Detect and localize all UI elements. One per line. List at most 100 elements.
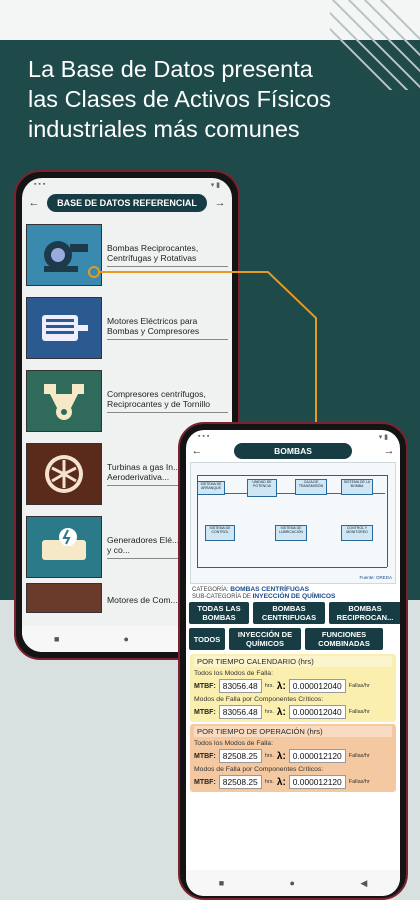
status-bar: ▪ ▪ ▪▾ ▮ <box>34 181 220 189</box>
diagram-source: Fuente: OREDA <box>359 575 392 580</box>
hrs-unit: hrs. <box>264 683 274 689</box>
recent-apps-icon[interactable]: ■ <box>218 878 225 888</box>
app-header: ← BOMBAS → <box>186 442 400 460</box>
category-label: Motores de Com... <box>107 595 178 605</box>
diagram-box: UNIDAD DE POTENCIA <box>247 479 277 497</box>
lambda-value: 0.000012040 <box>288 679 346 693</box>
subcategory-label: SUB-CATEGORÍA DE <box>192 594 251 600</box>
all-button[interactable]: TODOS <box>189 628 225 650</box>
mtbf-label: MTBF: <box>194 682 216 690</box>
diagram-box: SISTEMA DE LA BOMBA <box>341 479 373 495</box>
all-modes-label: Todos los Modos de Falla: <box>194 670 273 677</box>
category-list: Bombas Reciprocantes, Centrífugas y Rota… <box>22 214 232 623</box>
lambda-value: 0.000012120 <box>288 749 346 763</box>
reciprocating-pumps-button[interactable]: BOMBAS RECIPROCAN... <box>329 602 400 624</box>
category-item-pumps[interactable]: Bombas Reciprocantes, Centrífugas y Rota… <box>26 218 228 291</box>
failure-rate-unit: Fallas/hr <box>348 683 370 689</box>
lambda-value: 0.000012120 <box>288 775 346 789</box>
all-modes-label: Todos los Modos de Falla: <box>194 740 273 747</box>
lambda-value: 0.000012040 <box>288 705 346 719</box>
nav-bar: ■ ● ◀ <box>186 870 400 896</box>
generator-icon <box>26 515 102 578</box>
category-item-motors[interactable]: Motores Eléctricos para Bombas y Compres… <box>26 291 228 364</box>
diagram-box: CAJA DE TRANSMISIÓN <box>295 479 327 495</box>
operation-time-panel: POR TIEMPO DE OPERACIÓN (hrs) Todos los … <box>190 724 396 792</box>
category-label: Motores Eléctricos para Bombas y Compres… <box>107 316 228 340</box>
turbine-icon <box>26 442 102 505</box>
category-label: Bombas Reciprocantes, Centrífugas y Rota… <box>107 243 228 267</box>
home-icon[interactable]: ● <box>289 878 295 888</box>
diagram-box: SISTEMA DE LUBRICACIÓN <box>275 525 307 541</box>
mtbf-value: 83056.48 <box>218 705 262 719</box>
diagram-box: SISTEMA DE ARRANQUE <box>197 481 225 495</box>
critical-modes-label: Modos de Falla por Componentes Críticos: <box>194 766 324 773</box>
failure-rate-unit: Fallas/hr <box>348 753 370 759</box>
category-label: Turbinas a gas In... y Aeroderivativa... <box>107 462 228 486</box>
engine-icon <box>26 583 102 613</box>
metrics-row: MTBF: 83056.48 hrs. λ: 0.000012040 Falla… <box>194 705 392 719</box>
forward-arrow-icon[interactable]: → <box>383 445 395 457</box>
compressor-icon <box>26 369 102 432</box>
phone-left: ▪ ▪ ▪▾ ▮ ← BASE DE DATOS REFERENCIAL → B… <box>14 170 240 660</box>
lambda-label: λ: <box>276 680 286 692</box>
lambda-label: λ: <box>276 706 286 718</box>
back-arrow-icon[interactable]: ← <box>28 197 40 209</box>
forward-arrow-icon[interactable]: → <box>214 197 226 209</box>
category-label: Compresores centrífugos, Reciprocantes y… <box>107 389 228 413</box>
all-pumps-button[interactable]: TODAS LAS BOMBAS <box>189 602 249 624</box>
calendar-time-panel: POR TIEMPO CALENDARIO (hrs) Todos los Mo… <box>190 654 396 722</box>
diagram-box: CONTROL Y MONITOREO <box>341 525 373 541</box>
phone-right-screen: ▪ ▪ ▪▾ ▮ ← BOMBAS → SISTEMA DE ARRANQUE … <box>186 430 400 896</box>
page-title: BOMBAS <box>234 443 352 459</box>
category-item-engines[interactable]: Motores de Com... <box>26 583 228 623</box>
mtbf-value: 82508.25 <box>218 749 262 763</box>
recent-apps-icon[interactable]: ■ <box>54 634 60 644</box>
hrs-unit: hrs. <box>264 753 274 759</box>
mtbf-label: MTBF: <box>194 708 216 716</box>
metrics-row: MTBF: 83056.48 hrs. λ: 0.000012040 Falla… <box>194 679 392 693</box>
metrics-row: MTBF: 82508.25 hrs. λ: 0.000012120 Falla… <box>194 749 392 763</box>
category-value: BOMBAS CENTRÍFUGAS <box>230 586 309 593</box>
phone-right: ▪ ▪ ▪▾ ▮ ← BOMBAS → SISTEMA DE ARRANQUE … <box>178 422 408 900</box>
back-arrow-icon[interactable]: ← <box>191 445 203 457</box>
category-label: CATEGORÍA: <box>192 587 229 593</box>
category-item-generators[interactable]: Generadores Elé... con Turbina y co... <box>26 510 228 583</box>
pump-boundary-diagram: SISTEMA DE ARRANQUE UNIDAD DE POTENCIA C… <box>190 462 396 584</box>
page-title: BASE DE DATOS REFERENCIAL <box>47 194 207 212</box>
headline-line: La Base de Datos presenta <box>28 56 313 82</box>
filter-row-1: TODAS LAS BOMBAS BOMBAS CENTRIFUGAS BOMB… <box>186 600 400 626</box>
headline-line: las Clases de Activos Físicos <box>28 86 331 112</box>
back-icon[interactable]: ◀ <box>360 877 368 888</box>
failure-rate-unit: Fallas/hr <box>348 779 370 785</box>
category-item-turbines[interactable]: Turbinas a gas In... y Aeroderivativa... <box>26 437 228 510</box>
connector-line <box>88 266 317 436</box>
mtbf-value: 83056.48 <box>218 679 262 693</box>
app-header: ← BASE DE DATOS REFERENCIAL → <box>22 192 232 214</box>
category-item-compressors[interactable]: Compresores centrífugos, Reciprocantes y… <box>26 364 228 437</box>
chemical-injection-button[interactable]: INYECCIÓN DE QUÍMICOS <box>229 628 301 650</box>
combined-functions-button[interactable]: FUNCIONES COMBINADAS <box>305 628 383 650</box>
calendar-time-title: POR TIEMPO CALENDARIO (hrs) <box>194 656 392 667</box>
headline: La Base de Datos presenta las Clases de … <box>28 54 398 144</box>
centrifugal-pumps-button[interactable]: BOMBAS CENTRIFUGAS <box>253 602 325 624</box>
filter-row-2: TODOS INYECCIÓN DE QUÍMICOS FUNCIONES CO… <box>186 626 400 652</box>
subcategory-value: INYECCIÓN DE QUÍMICOS <box>252 593 336 600</box>
critical-modes-label: Modos de Falla por Componentes Críticos: <box>194 696 324 703</box>
lambda-label: λ: <box>276 750 286 762</box>
operation-time-title: POR TIEMPO DE OPERACIÓN (hrs) <box>194 726 392 737</box>
headline-line: industriales más comunes <box>28 116 300 142</box>
lambda-label: λ: <box>276 776 286 788</box>
metrics-row: MTBF: 82508.25 hrs. λ: 0.000012120 Falla… <box>194 775 392 789</box>
category-line: CATEGORÍA: BOMBAS CENTRÍFUGAS <box>186 586 400 593</box>
failure-rate-unit: Fallas/hr <box>348 709 370 715</box>
mtbf-label: MTBF: <box>194 752 216 760</box>
pump-icon <box>26 223 102 286</box>
hrs-unit: hrs. <box>264 709 274 715</box>
hrs-unit: hrs. <box>264 779 274 785</box>
mtbf-value: 82508.25 <box>218 775 262 789</box>
home-icon[interactable]: ● <box>123 634 129 644</box>
subcategory-line: SUB-CATEGORÍA DE INYECCIÓN DE QUÍMICOS <box>186 593 400 600</box>
diagram-box: SISTEMA DE CONTROL <box>205 525 235 541</box>
mtbf-label: MTBF: <box>194 778 216 786</box>
category-label: Generadores Elé... con Turbina y co... <box>107 535 228 559</box>
